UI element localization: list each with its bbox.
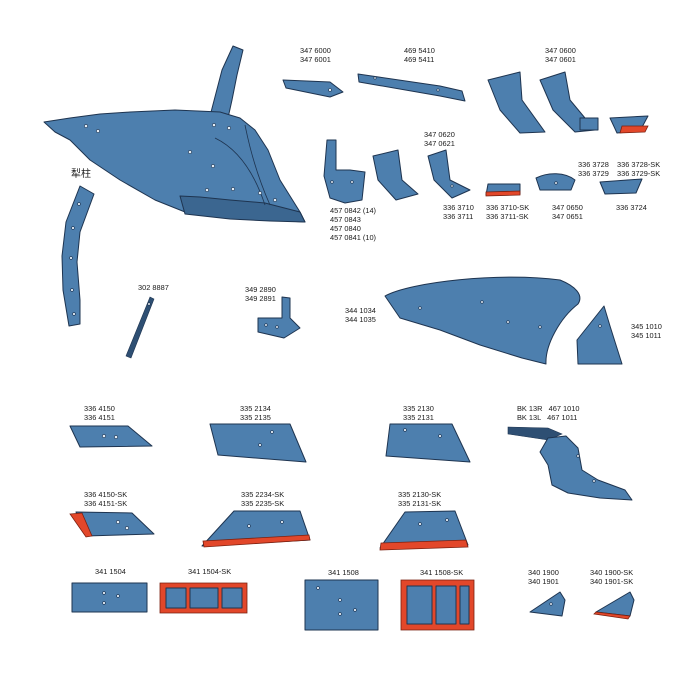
part-336-3710-sk[interactable] bbox=[485, 183, 521, 197]
label-302-8887: 302 8887 bbox=[138, 283, 169, 292]
part-335-2134[interactable] bbox=[209, 423, 307, 463]
part-335-2130[interactable] bbox=[385, 423, 471, 463]
plough-body-assembly[interactable] bbox=[43, 45, 306, 223]
part-347-6000[interactable] bbox=[282, 79, 344, 98]
part-336-4150-sk[interactable] bbox=[69, 511, 155, 538]
part-345-1010[interactable] bbox=[576, 305, 623, 365]
part-347-0600[interactable] bbox=[487, 71, 599, 134]
part-341-1504-sk[interactable] bbox=[159, 582, 248, 614]
part-347-0620-b[interactable] bbox=[427, 149, 471, 199]
part-340-1900-sk[interactable] bbox=[593, 591, 635, 620]
part-302-8887[interactable] bbox=[125, 296, 155, 359]
label-341-1508: 341 1508 bbox=[328, 568, 359, 577]
part-336-3728[interactable] bbox=[609, 115, 649, 134]
part-336-3724[interactable] bbox=[599, 178, 643, 195]
part-336-4150[interactable] bbox=[69, 425, 153, 448]
part-341-1508[interactable] bbox=[304, 579, 379, 631]
part-347-0620-a[interactable] bbox=[372, 149, 419, 201]
part-469-5410[interactable] bbox=[357, 73, 466, 102]
part-344-1034[interactable] bbox=[384, 276, 581, 365]
label-341-1504-sk: 341 1504-SK bbox=[188, 567, 232, 576]
part-349-2890[interactable] bbox=[257, 296, 301, 339]
part-347-0650[interactable] bbox=[535, 173, 576, 191]
part-341-1504[interactable] bbox=[71, 582, 148, 613]
label-plough-leg: 犁柱 bbox=[71, 169, 91, 180]
part-341-1508-sk[interactable] bbox=[400, 579, 475, 631]
part-340-1900[interactable] bbox=[529, 591, 566, 617]
label-336-3724: 336 3724 bbox=[616, 203, 647, 212]
part-457-0842[interactable] bbox=[323, 139, 366, 204]
part-335-2234-sk[interactable] bbox=[201, 510, 311, 548]
label-341-1508-sk: 341 1508-SK bbox=[420, 568, 464, 577]
plough-leg[interactable] bbox=[61, 185, 95, 327]
label-341-1504: 341 1504 bbox=[95, 567, 126, 576]
part-bk-13[interactable] bbox=[507, 426, 633, 501]
part-335-2130-sk[interactable] bbox=[379, 510, 469, 551]
